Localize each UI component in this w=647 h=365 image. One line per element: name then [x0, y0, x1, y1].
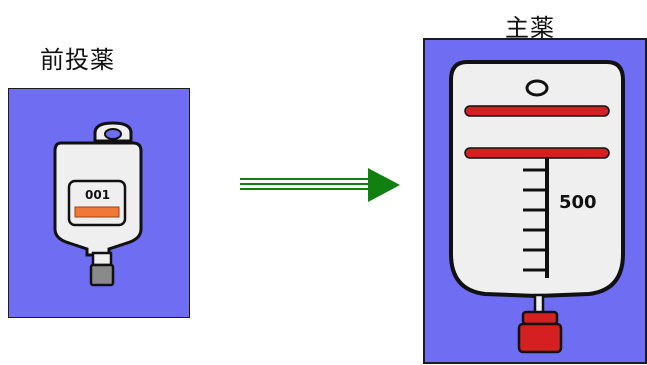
- pre-bag-display-number: 001: [85, 188, 110, 202]
- large-iv-bag-icon: 500: [425, 40, 645, 362]
- pre-bag-port: [89, 263, 115, 287]
- arrow-head: [368, 168, 400, 202]
- pre-medication-panel: 001: [8, 88, 190, 318]
- main-medication-label: 主薬: [505, 14, 555, 42]
- main-bag-red-bar-top: [464, 105, 610, 117]
- main-bag-body: [449, 60, 625, 299]
- main-bag-hanger-hole: [525, 79, 549, 97]
- main-medication-panel: 500: [423, 38, 647, 364]
- pre-bag-neck: [91, 251, 113, 267]
- small-iv-bag-icon: 001: [9, 89, 189, 317]
- main-bag-port-bottom: [517, 322, 563, 354]
- pre-medication-label: 前投薬: [40, 46, 115, 74]
- pre-bag-hanger-hole: [104, 128, 122, 140]
- pre-bag-orange-strip: [74, 206, 120, 218]
- main-bag-scale-number: 500: [559, 192, 597, 213]
- main-bag-port-top: [521, 310, 559, 326]
- main-bag-red-bar-bottom: [464, 147, 610, 159]
